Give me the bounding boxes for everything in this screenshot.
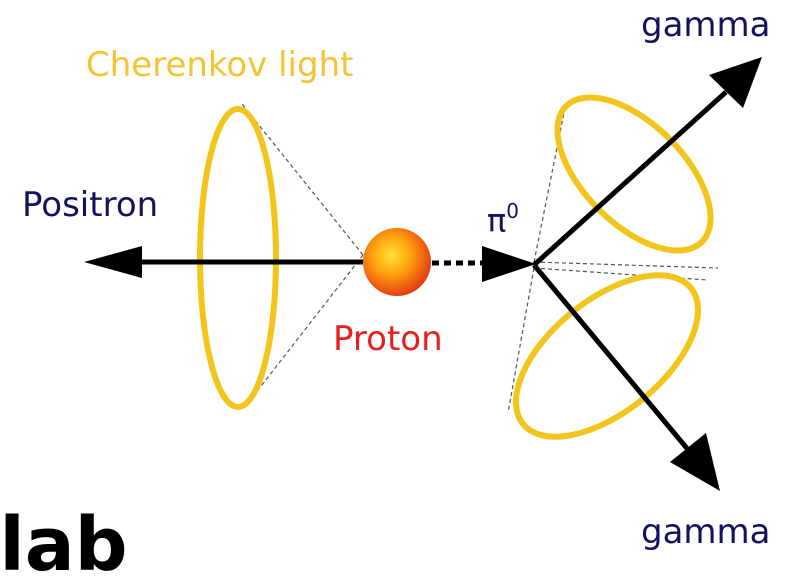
particle-decay-diagram: Cherenkov light Positron Proton π0 gamma… [0, 5, 771, 582]
positron-label: Positron [22, 185, 159, 225]
gamma-top-label: gamma [641, 5, 771, 45]
gamma-bottom-label: gamma [641, 512, 771, 552]
proton-label: Proton [333, 319, 443, 359]
logo-fragment: ilab [0, 502, 128, 588]
proton-sphere [363, 228, 431, 296]
pion-track-arrow [432, 246, 536, 282]
gamma-top-cherenkov-cone [533, 102, 719, 269]
cherenkov-light-label: Cherenkov light [86, 45, 354, 85]
diagram-canvas [84, 57, 762, 491]
pion-symbol: π [487, 201, 507, 240]
positron-cherenkov-cone [241, 103, 364, 409]
gamma-bottom-cherenkov-cone [507, 267, 709, 414]
positron-cherenkov-ring [197, 106, 279, 410]
pion-charge: 0 [506, 199, 519, 223]
gamma-top-track-arrow [532, 57, 762, 267]
gamma-bottom-track-arrow [532, 263, 720, 491]
pion-label: π0 [487, 201, 519, 240]
positron-track-arrow [84, 246, 372, 278]
